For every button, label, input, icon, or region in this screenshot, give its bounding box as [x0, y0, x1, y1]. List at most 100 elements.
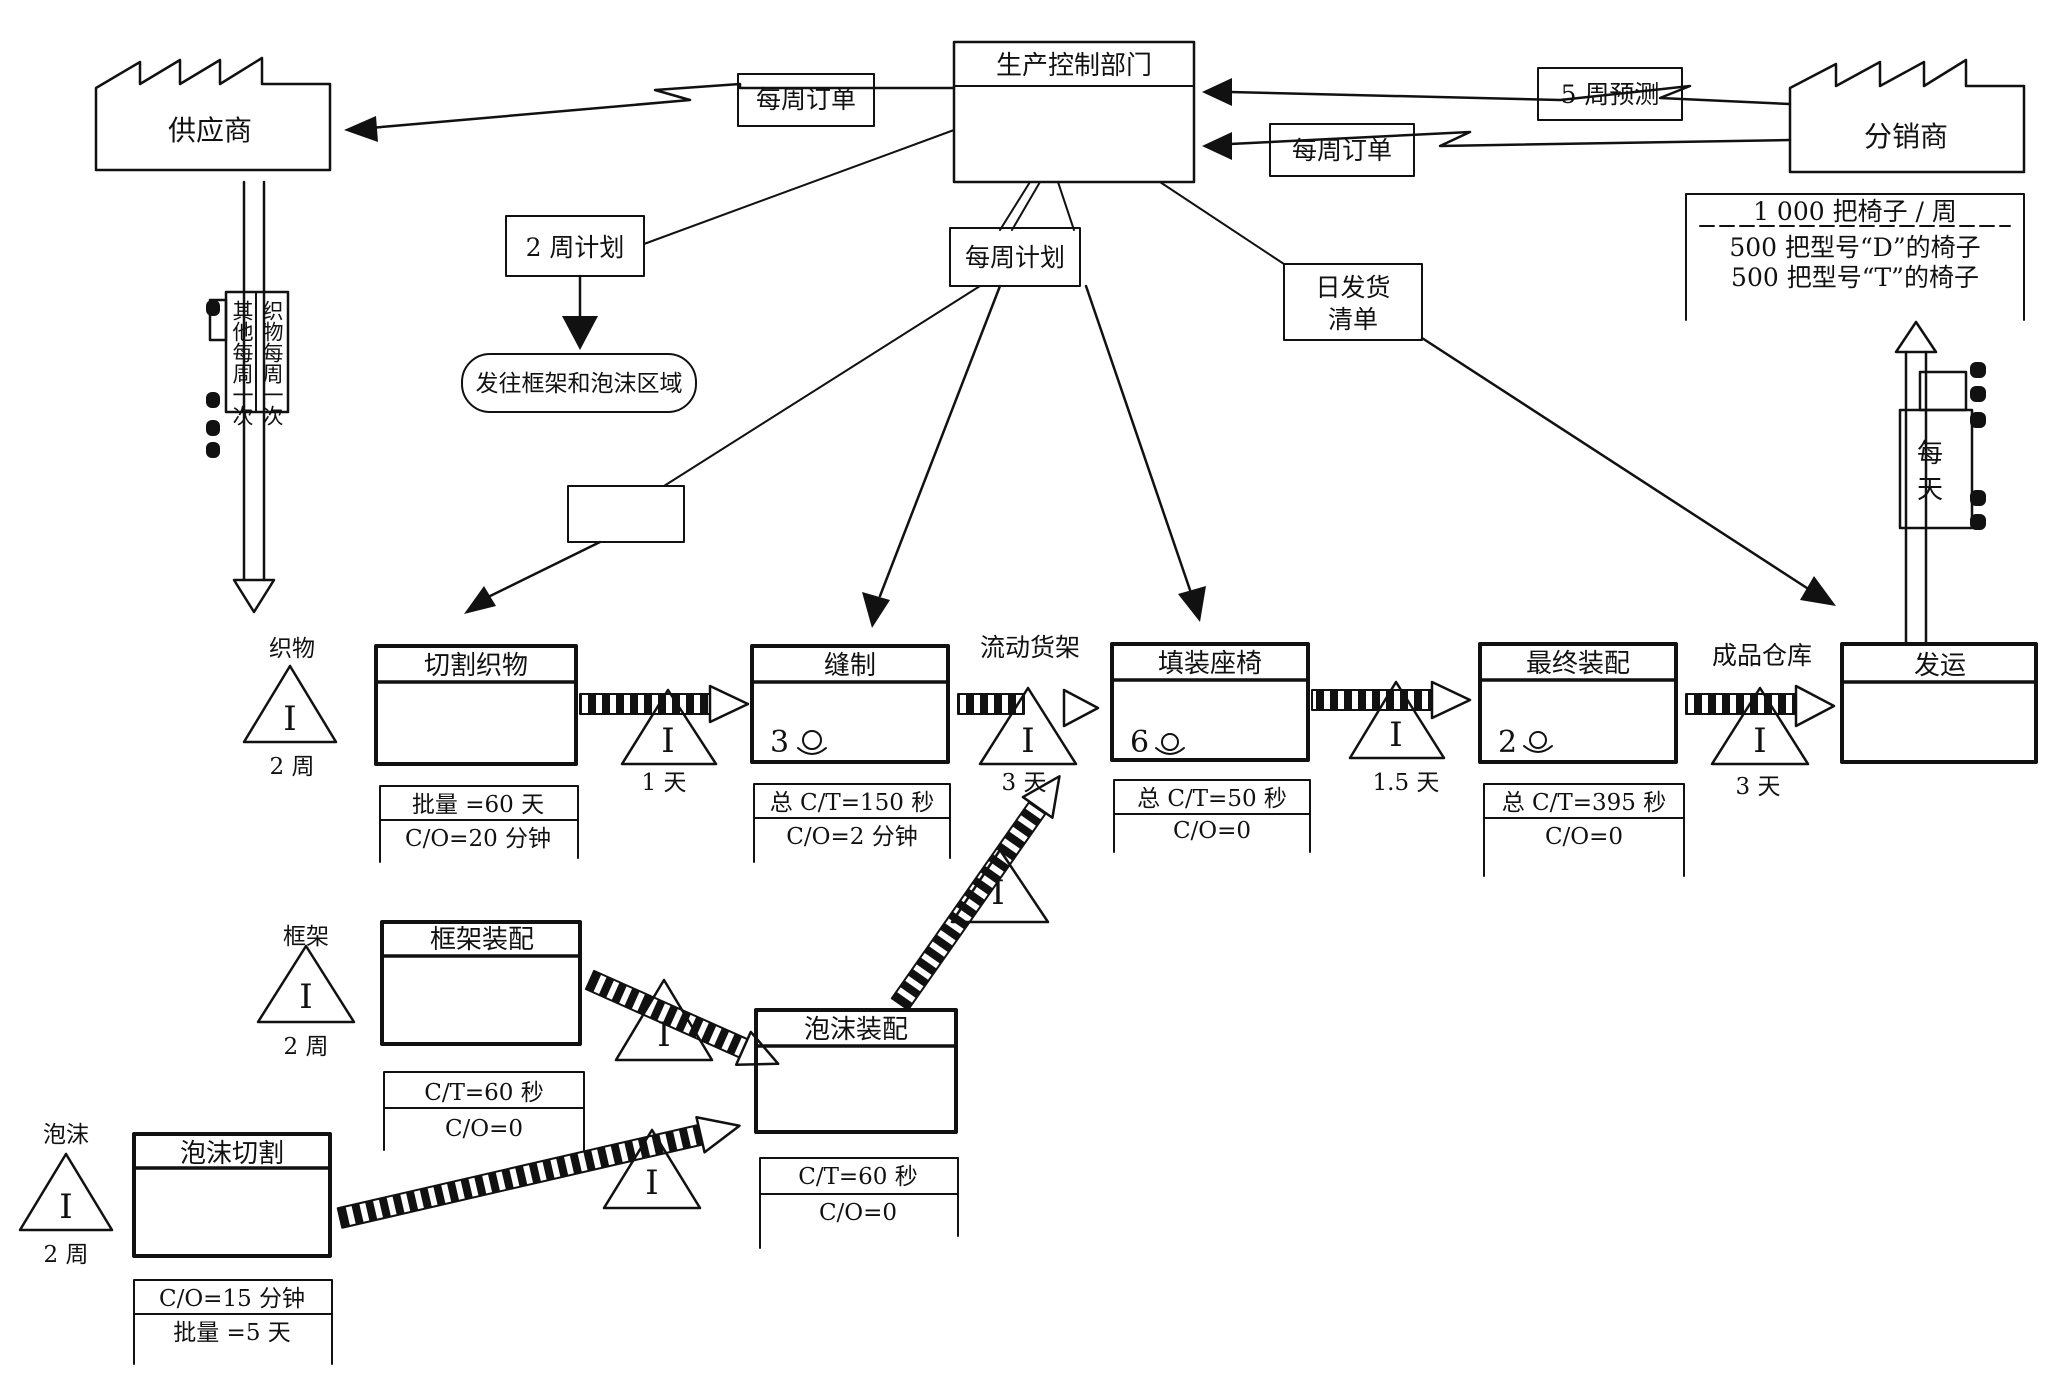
inventory-frame: 框架 I 2 周: [256, 924, 356, 1060]
weekly-plan-flow: 每周计划: [464, 181, 1206, 628]
process-cut-fabric: 切割织物 批量 =60 天 C/O=20 分钟: [374, 644, 579, 863]
process-fill-seat-operators: 6: [1130, 725, 1149, 760]
process-frame-assembly: 框架装配 C/T=60 秒 C/O=0: [380, 920, 585, 1151]
demand-model-d: 500 把型号“D”的椅子: [1729, 233, 1980, 262]
two-week-plan-label: 2 周计划: [526, 233, 625, 262]
inventory-after-cut-symbol: I: [661, 721, 674, 761]
truck-fabric-weekly: 织物每周一次: [260, 300, 284, 426]
process-sew-title: 缝制: [824, 651, 876, 681]
process-cut-fabric-title: 切割织物: [424, 651, 528, 681]
process-foam-cut-batch: 批量 =5 天: [173, 1320, 291, 1346]
inventory-after-final-symbol: I: [1753, 721, 1766, 761]
inventory-foam-cut-to-assembly: I: [602, 1128, 702, 1210]
push-arrows: [336, 680, 1836, 1229]
process-frame-assembly-ct: C/T=60 秒: [424, 1080, 544, 1106]
supplier-label: 供应商: [168, 114, 252, 147]
inventory-after-fill-time: 1.5 天: [1373, 770, 1440, 796]
inventory-fabric-symbol: I: [283, 699, 296, 739]
inventory-after-cut-time: 1 天: [642, 770, 687, 796]
process-fill-seat-co: C/O=0: [1173, 818, 1251, 844]
inventory-after-sew: 流动货架 I 3 天: [978, 633, 1080, 796]
production-control-title: 生产控制部门: [996, 51, 1152, 81]
inventory-foam-label: 泡沫: [43, 1122, 89, 1148]
inventory-frame-to-foam: I: [614, 978, 714, 1062]
distributor-factory: 分销商: [1788, 58, 2026, 174]
inbound-truck-icon: 织物每周一次 其他每周一次: [206, 290, 290, 458]
distributor-label: 分销商: [1864, 120, 1948, 153]
weekly-order-customer-label: 每周订单: [1292, 136, 1392, 165]
inventory-frame-time: 2 周: [284, 1034, 329, 1060]
inventory-fabric-label: 织物: [269, 636, 315, 662]
process-final-assembly-co: C/O=0: [1545, 824, 1623, 850]
process-sew-co: C/O=2 分钟: [786, 824, 917, 850]
forecast-label: 5 周预测: [1561, 80, 1660, 109]
customer-demand-box: 1 000 把椅子 / 周 500 把型号“D”的椅子 500 把型号“T”的椅…: [1685, 193, 2025, 321]
inventory-frame-symbol: I: [299, 977, 312, 1017]
process-foam-cut-title: 泡沫切割: [180, 1139, 284, 1169]
process-foam-cut: 泡沫切割 C/O=15 分钟 批量 =5 天: [132, 1132, 333, 1365]
process-sew: 缝制 3 总 C/T=150 秒 C/O=2 分钟: [750, 644, 951, 863]
process-final-assembly-ct: 总 C/T=395 秒: [1502, 790, 1666, 816]
demand-total: 1 000 把椅子 / 周: [1753, 197, 1957, 226]
weekly-order-supplier-label: 每周订单: [756, 85, 856, 114]
operator-icon: [1523, 731, 1553, 753]
inventory-after-final: 成品仓库 I 3 天: [1710, 641, 1812, 800]
daily-ship-flow: 日发货 清单: [1159, 181, 1836, 606]
inventory-after-sew-time: 3 天: [1002, 770, 1047, 796]
process-foam-cut-co: C/O=15 分钟: [159, 1286, 305, 1312]
process-cut-fabric-co: C/O=20 分钟: [405, 826, 551, 852]
production-control-box: 生产控制部门: [952, 40, 1196, 184]
daily-label-1: 每: [1917, 439, 1943, 469]
forecast-flow: 5 周预测: [1202, 67, 1792, 121]
truck-others-weekly: 其他每周一次: [230, 300, 254, 426]
process-final-assembly-operators: 2: [1498, 725, 1517, 760]
inventory-frame-to-foam-symbol: I: [657, 1015, 670, 1055]
inventory-after-fill-symbol: I: [1389, 715, 1402, 755]
inbound-shipment: 织物每周一次 其他每周一次: [206, 180, 290, 614]
process-final-assembly-title: 最终装配: [1526, 649, 1630, 679]
inventory-after-fill: I 1.5 天: [1348, 680, 1446, 796]
daily-label-2: 天: [1917, 475, 1943, 505]
process-foam-assembly-co: C/O=0: [819, 1200, 897, 1226]
inventory-after-sew-symbol: I: [1021, 721, 1034, 761]
inventory-after-final-time: 3 天: [1736, 774, 1781, 800]
inventory-after-cut: I 1 天: [620, 688, 718, 796]
inventory-fabric-time: 2 周: [270, 754, 315, 780]
process-fill-seat-ct: 总 C/T=50 秒: [1137, 786, 1287, 812]
operator-icon: [797, 730, 827, 755]
process-fill-seat: 填装座椅 6 总 C/T=50 秒 C/O=0: [1110, 642, 1311, 853]
weekly-order-from-customer-flow: 每周订单: [1202, 123, 1792, 177]
inventory-foam-time: 2 周: [44, 1242, 89, 1268]
send-to-area-label: 发往框架和泡沫区域: [476, 371, 683, 397]
process-frame-assembly-title: 框架装配: [430, 925, 534, 955]
process-sew-operators: 3: [770, 725, 789, 760]
daily-ship-label-2: 清单: [1328, 305, 1378, 334]
inventory-fabric: 织物 I 2 周: [242, 636, 338, 780]
process-fill-seat-title: 填装座椅: [1158, 649, 1262, 679]
inventory-foam-cut-symbol: I: [645, 1163, 658, 1203]
operator-icon: [1155, 733, 1185, 755]
inventory-after-final-label: 成品仓库: [1712, 641, 1812, 670]
process-ship: 发运: [1840, 642, 2038, 764]
process-final-assembly: 最终装配 2 总 C/T=395 秒 C/O=0: [1478, 642, 1685, 877]
inventory-foam-to-fill-symbol: I: [991, 873, 1004, 913]
empty-kanban-box: [567, 485, 685, 543]
process-frame-assembly-co: C/O=0: [445, 1116, 523, 1142]
supplier-factory: 供应商: [94, 56, 332, 172]
demand-model-t: 500 把型号“T”的椅子: [1731, 263, 1979, 292]
inventory-foam-to-fill: I: [950, 848, 1050, 924]
process-foam-assembly: 泡沫装配 C/T=60 秒 C/O=0: [754, 1008, 959, 1249]
daily-ship-label-1: 日发货: [1315, 273, 1390, 302]
inventory-foam: 泡沫 I 2 周: [18, 1122, 114, 1268]
process-sew-ct: 总 C/T=150 秒: [770, 790, 934, 816]
weekly-plan-label: 每周计划: [965, 243, 1065, 272]
outbound-truck-icon: 每 天: [1898, 362, 1986, 530]
inventory-after-sew-label: 流动货架: [980, 633, 1080, 662]
process-ship-title: 发运: [1914, 651, 1966, 681]
process-cut-fabric-batch: 批量 =60 天: [412, 792, 544, 818]
process-foam-assembly-ct: C/T=60 秒: [798, 1164, 918, 1190]
weekly-order-to-supplier-flow: 每周订单: [344, 73, 956, 142]
outbound-shipment: 每 天: [1894, 320, 1986, 644]
two-week-plan-flow: 2 周计划 发往框架和泡沫区域: [461, 129, 955, 413]
